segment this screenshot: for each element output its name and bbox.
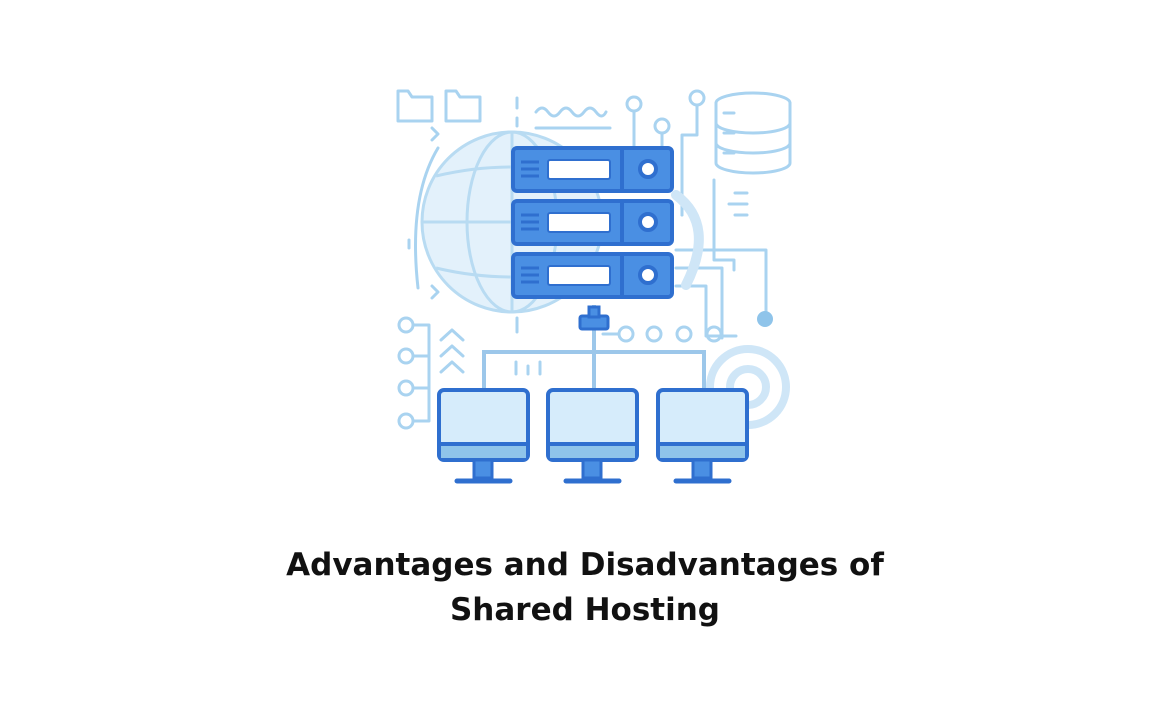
server-unit [511, 146, 674, 193]
title-line-2: Shared Hosting [449, 592, 720, 628]
folder-icon [396, 89, 434, 123]
node-circle [397, 412, 415, 430]
chevron-up-icon [439, 328, 465, 374]
monitor-icon [437, 388, 530, 484]
server-rack-icon [511, 146, 674, 299]
node-circle [625, 95, 643, 113]
node-circle [617, 325, 635, 343]
network-connector [578, 305, 610, 331]
server-unit [511, 252, 674, 299]
folder-icon [444, 89, 482, 123]
database-icon [714, 91, 792, 175]
wave-line [534, 106, 608, 118]
node-circle [705, 325, 723, 343]
node-circle [645, 325, 663, 343]
background-decorations [396, 89, 792, 430]
node-circle [397, 379, 415, 397]
node-circle [688, 89, 706, 107]
node-circle [675, 325, 693, 343]
node-circle [397, 347, 415, 365]
title-line-1: Advantages and Disadvantages of [286, 547, 884, 583]
node-circle [397, 316, 415, 334]
node-dot [757, 311, 773, 327]
node-circle [653, 117, 671, 135]
monitor-icon [546, 388, 639, 484]
monitor-icon [656, 388, 749, 484]
page-title: Advantages and Disadvantages of Shared H… [0, 543, 1170, 633]
server-unit [511, 199, 674, 246]
orbit-arc [671, 190, 704, 290]
